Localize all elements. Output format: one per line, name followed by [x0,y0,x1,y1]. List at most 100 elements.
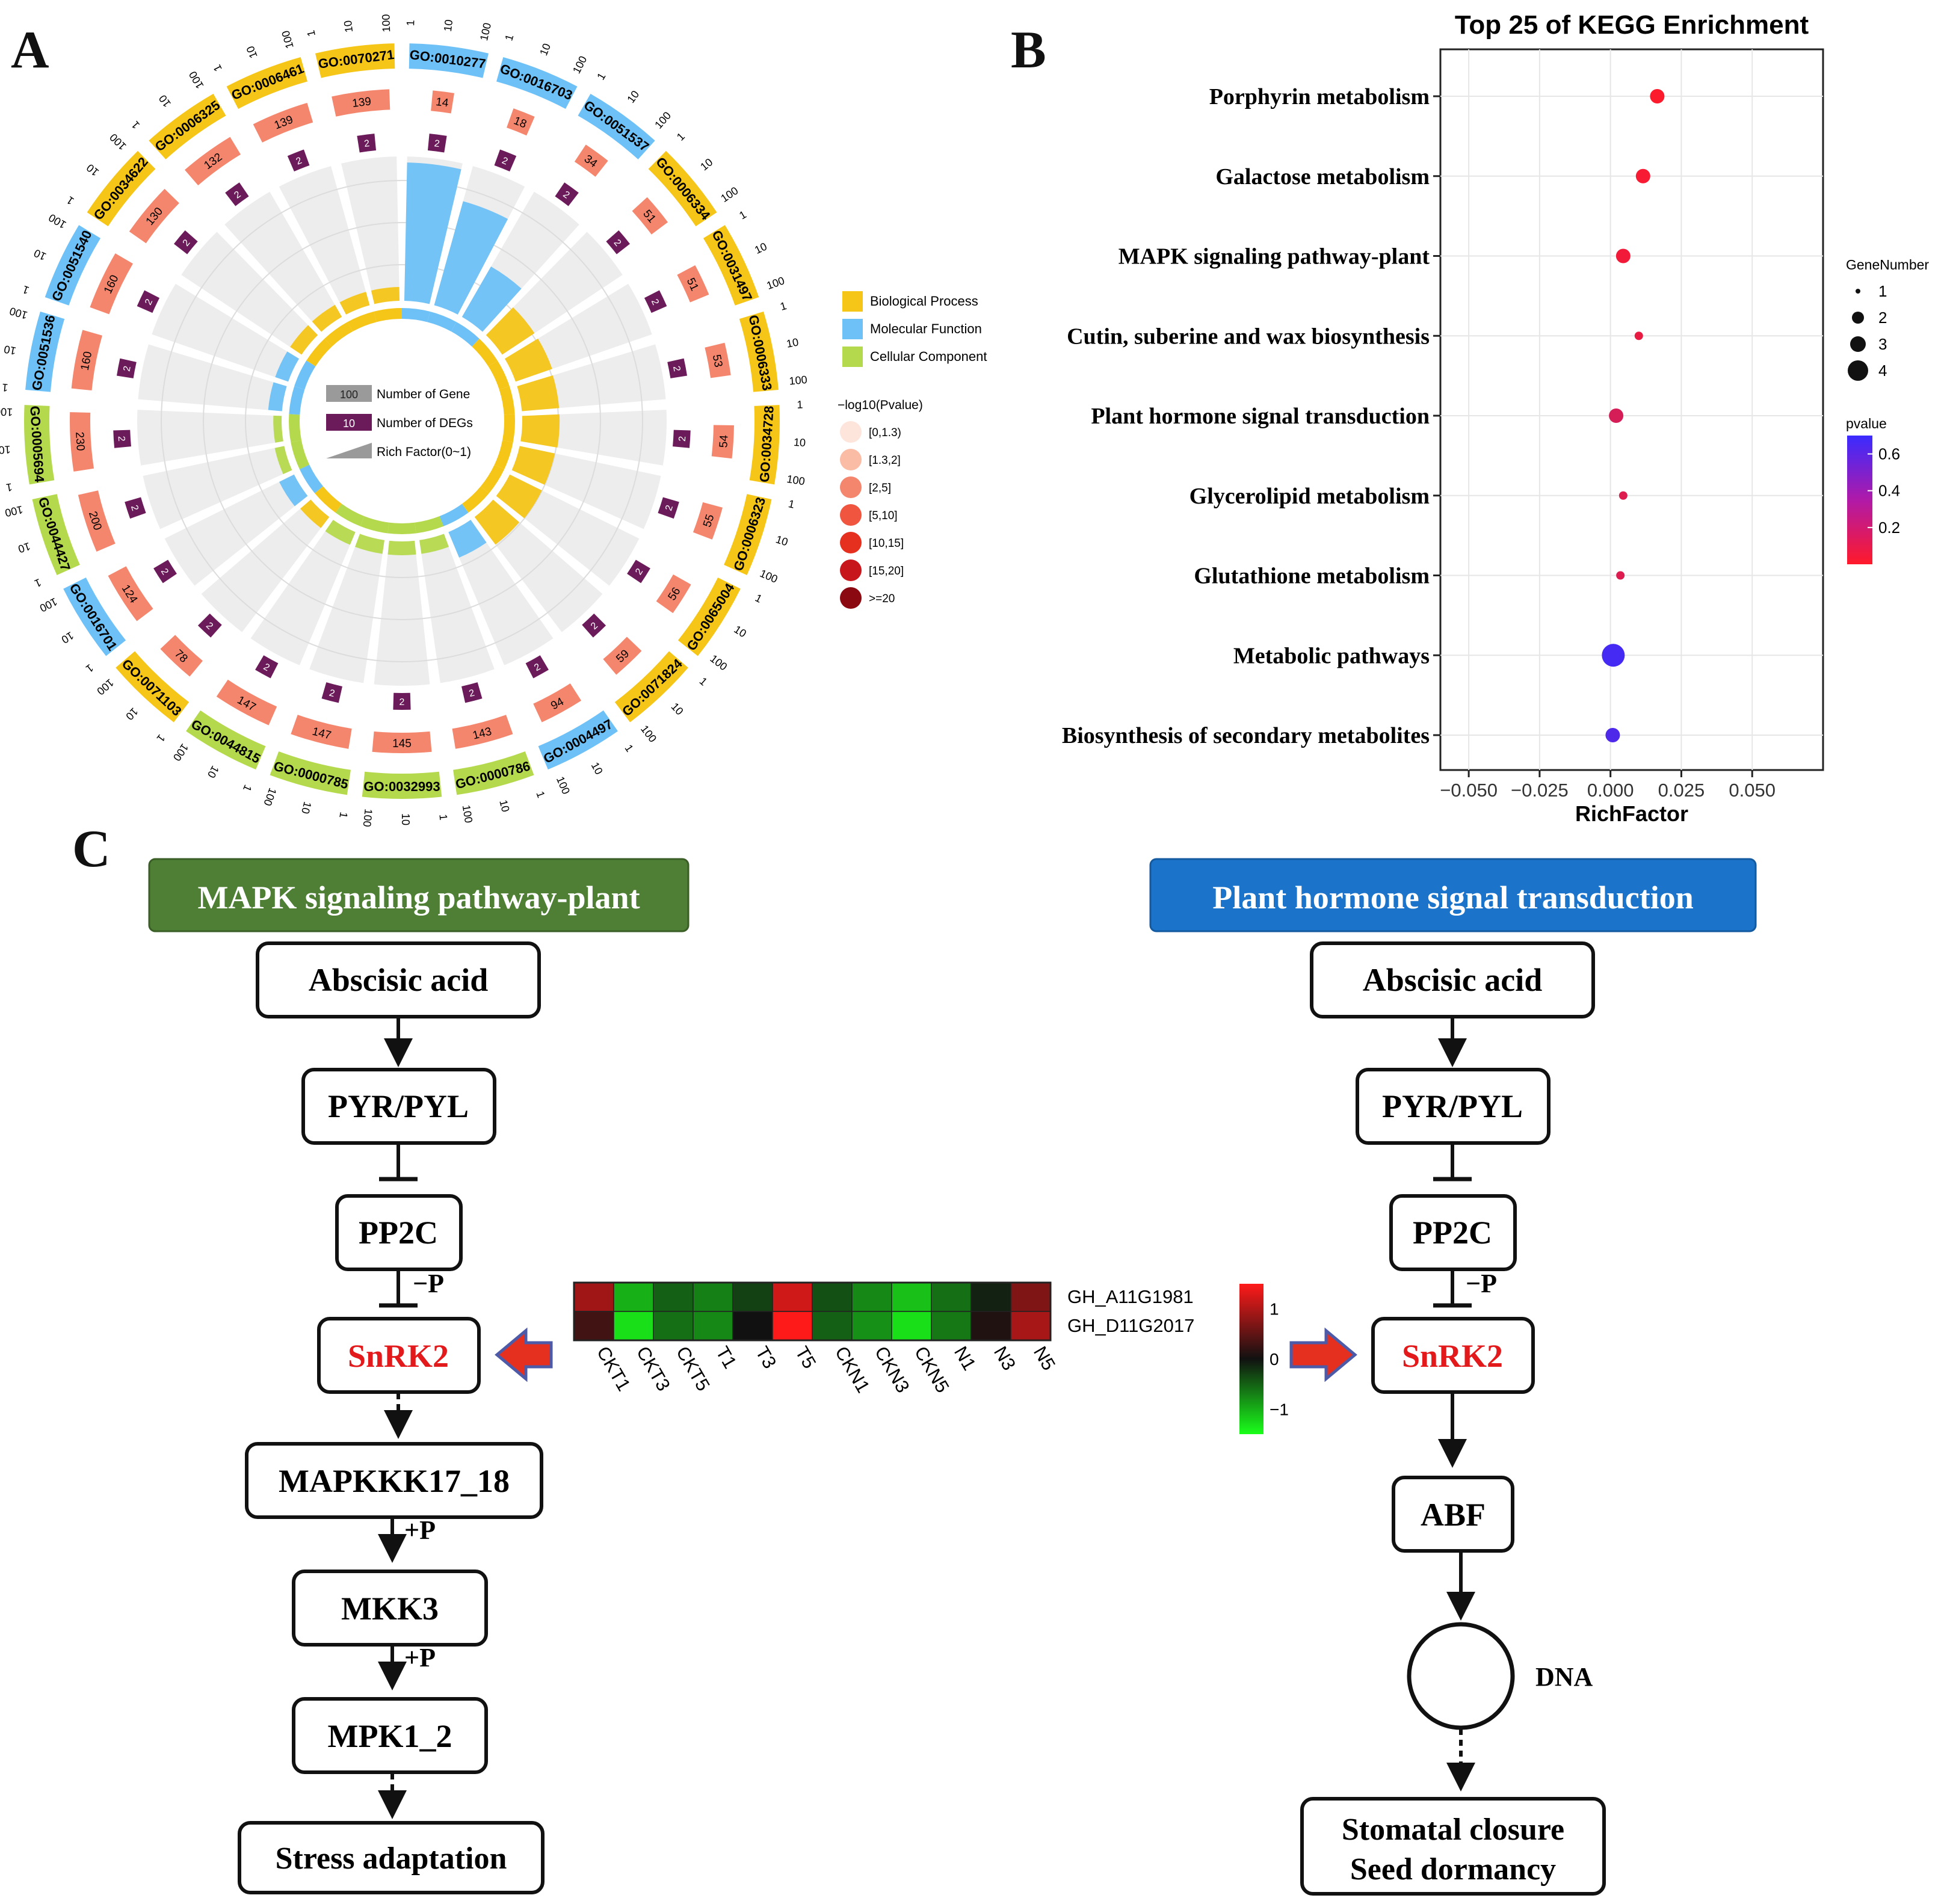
deg-count-bar-5 [667,358,688,378]
go-term-arc-0 [409,43,489,78]
scale-tick-0-2: 100 [478,22,493,42]
kegg-xtick-label-3: 0.025 [1658,780,1705,801]
left-block-arrow [495,1327,553,1382]
scale-tick-1-0: 1 [502,33,516,42]
left-pyr-box [301,1068,496,1145]
right-pyr-box [1356,1068,1551,1145]
plus-p-label-2: +P [404,1643,436,1672]
pvalue-legend-label-4: [10,15] [869,537,904,550]
scale-tick-8-2: 100 [708,652,729,673]
pvalue-colorbar-label-2: 0.2 [1878,519,1900,537]
right-snrk2-box [1371,1317,1535,1394]
go-term-arc-4 [703,225,759,306]
deg-count-bar-24 [357,134,377,153]
pvalue-legend-label-6: >=20 [869,593,895,605]
panel-letter-c: C [72,820,111,878]
go-term-label-2: GO:0051537 [581,97,652,155]
scale-tick-22-0: 1 [129,119,142,131]
scale-tick-18-1: 10 [0,443,11,456]
pvalue-colorbar-title: pvalue [1846,416,1887,431]
kegg-xtick-label-1: −0.025 [1511,780,1569,801]
heatmap-cell-0-11 [1010,1282,1051,1312]
scale-tick-3-1: 10 [698,156,715,173]
inner-ring-17 [291,440,310,470]
rich-factor-bar-18 [273,415,283,443]
scale-tick-22-1: 10 [156,93,173,109]
gene-count-bar-16 [108,566,153,621]
deg-count-bar-8 [627,559,650,584]
deg-count-bar-2 [555,182,579,206]
scale-tick-2-2: 100 [652,109,673,131]
scale-tick-20-1: 10 [32,247,48,263]
kegg-point-3 [1634,331,1643,340]
scale-tick-6-1: 10 [793,436,806,449]
deg-count-bar-9 [582,613,606,638]
rich-factor-bar-14 [325,520,356,545]
right-abscisic-acid-box [1310,941,1595,1018]
gene-count-bar-18 [70,412,94,472]
mapk-pathway-title: MAPK signaling pathway-plant [197,880,640,916]
background-sector-13 [309,534,384,683]
mapkkk-box [245,1442,543,1519]
inner-ring-10 [439,504,469,526]
scale-tick-3-0: 1 [674,131,687,143]
kegg-category-label-3: Cutin, suberine and wax biosynthesis [1067,324,1430,349]
pvalue-legend-title: −log10(Pvalue) [838,398,923,412]
go-term-arc-17 [32,494,80,575]
pvalue-legend-label-3: [5,10] [869,510,898,522]
inner-ring-21 [306,338,332,366]
scale-tick-12-0: 1 [437,814,449,821]
scale-tick-10-1: 10 [589,760,605,777]
left-pp2c-label: PP2C [359,1215,438,1251]
scale-tick-3-2: 100 [718,185,740,205]
pvalue-legend: −log10(Pvalue) [0,1.3)[1.3,2][2,5][5,10]… [838,398,923,609]
inner-legend-rich-label: Rich Factor(0~1) [377,445,471,459]
go-term-arc-3 [648,150,717,227]
rich-factor-bar-5 [517,375,560,411]
scale-tick-19-1: 10 [3,343,17,357]
deg-count-bar-22 [225,182,249,206]
deg-count-bar-19 [116,358,137,378]
inner-legend-gene-swatch [326,385,372,402]
gene-count-bar-6 [711,425,734,459]
inner-ring-23 [347,311,377,332]
scale-tick-2-0: 1 [594,70,608,82]
grid-circle-2 [161,180,643,662]
scale-tick-24-0: 1 [304,29,318,37]
pvalue-legend-dot-1 [840,449,862,470]
heatmap-sample-label-9: N1 [950,1343,980,1374]
kegg-point-0 [1650,89,1665,103]
right-block-arrow [1289,1327,1357,1382]
inner-legend-gene-num: 100 [340,389,358,401]
gene-number-legend-dot-2 [1850,336,1866,352]
inner-ring-9 [461,486,489,513]
deg-count-bar-16 [153,559,177,584]
go-term-arc-24 [315,43,395,78]
inner-ring-15 [315,486,342,513]
scale-tick-10-0: 1 [622,742,635,754]
scale-tick-13-2: 100 [261,786,279,807]
background-sector-14 [250,520,356,665]
kegg-category-label-7: Metabolic pathways [1233,643,1430,668]
inner-legend-rich-swatch [326,443,372,458]
go-term-arc-7 [724,494,772,575]
dna-circle [1407,1622,1515,1730]
scale-tick-13-0: 1 [337,811,350,819]
kegg-point-1 [1635,168,1650,183]
heatmap-cell-0-7 [851,1282,892,1312]
gene-count-label-6: 54 [717,434,730,448]
abf-label: ABF [1421,1497,1486,1533]
background-sector-17 [143,446,292,529]
heatmap-sample-label-2: CKT5 [672,1343,714,1394]
gene-count-bar-24 [332,89,390,117]
left-abscisic-acid-label: Abscisic acid [309,962,489,998]
gene-number-legend-dot-1 [1852,312,1864,324]
go-term-label-12: GO:0032993 [363,779,440,794]
scale-tick-12-2: 100 [361,809,375,828]
inner-ring-13 [360,516,389,534]
deg-count-bar-6 [673,430,691,448]
hormone-pathway: Plant hormone signal transduction Abscis… [1149,858,1757,1896]
rich-factor-bar-15 [300,499,330,528]
